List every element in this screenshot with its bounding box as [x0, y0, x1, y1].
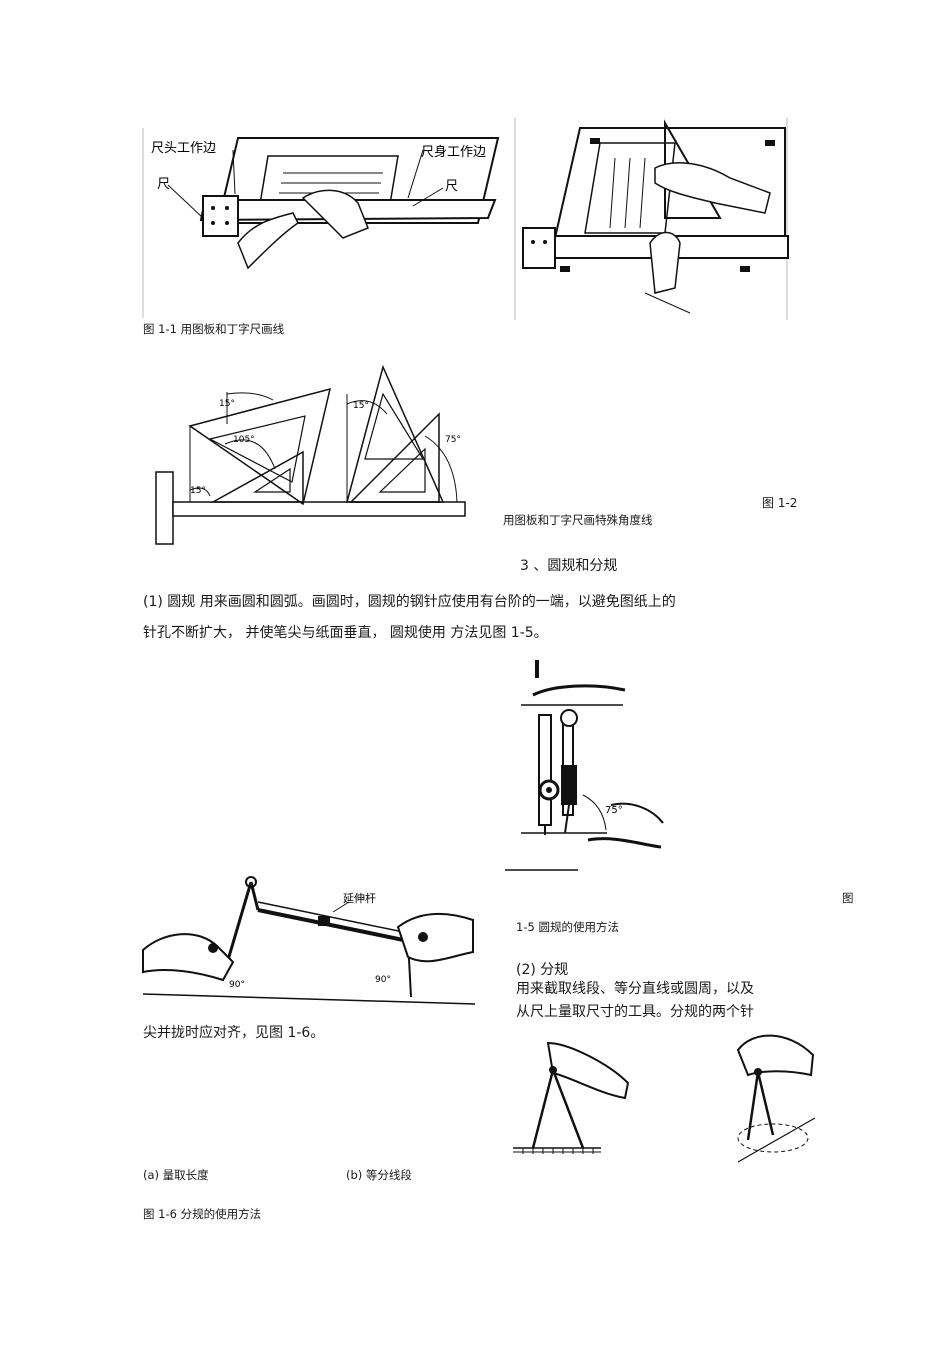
fig2-angle-15-top-left: 15° [219, 399, 235, 409]
fig5-compass-drawing: 75° [505, 660, 664, 871]
label-ruler-head-edge: 尺头工作边 [151, 141, 216, 156]
divider-heading: (2) 分规 [516, 962, 569, 978]
compass-paragraph-line1: (1) 圆规 用来画圆和圆弧。画圆时，圆规的钢针应使用有台阶的一端，以避免图纸上… [143, 594, 676, 610]
fig2-angle-15-right: 15° [353, 401, 369, 411]
divider-line3: 尖并拢时应对齐，见图 1-6。 [143, 1025, 325, 1041]
label-ruler-right: 尺 [445, 179, 458, 194]
fig1-caption: 图 1-1 用图板和丁字尺画线 [143, 322, 285, 336]
fig6-extension-bar-drawing: 延伸杆 90° 90° [142, 876, 476, 1005]
compass-paragraph-line2: 针孔不断扩大， 并使笔尖与纸面垂直， 圆规使用 方法见图 1-5。 [143, 625, 548, 641]
fig6-divider-split-drawing [736, 1034, 816, 1163]
fig2-caption-text: 用图板和丁字尺画特殊角度线 [503, 513, 653, 527]
fig2-special-angle-diagram: 15° 105° 15° 15° 75° [155, 364, 466, 545]
fig6-sub-b: (b) 等分线段 [346, 1168, 412, 1182]
fig2-angle-105: 105° [233, 435, 255, 445]
fig1-drawing-board-right [514, 118, 789, 320]
divider-line1: 用来截取线段、等分直线或圆周，以及 [516, 981, 754, 997]
fig6-angle-right: 90° [375, 975, 391, 985]
label-ruler-body-edge: 尺身工作边 [421, 144, 486, 160]
fig5-angle-75: 75° [605, 805, 623, 816]
fig6-caption: 图 1-6 分规的使用方法 [143, 1207, 262, 1221]
label-ruler-left: 尺 [157, 177, 170, 192]
fig6-divider-measure-drawing [513, 1041, 630, 1154]
fig2-angle-75: 75° [445, 435, 461, 445]
fig1-drawing-board-left: 尺头工作边 尺身工作边 尺 尺 [142, 128, 503, 318]
fig6-sub-a: (a) 量取长度 [143, 1168, 209, 1182]
fig2-caption-number: 图 1-2 [762, 496, 798, 510]
divider-line2: 从尺上量取尺寸的工具。分规的两个针 [516, 1004, 754, 1020]
fig5-caption: 1-5 圆规的使用方法 [516, 920, 619, 934]
label-extension-rod: 延伸杆 [343, 891, 376, 905]
fig2-angle-15-bottom: 15° [190, 486, 206, 496]
fig6-angle-left: 90° [229, 980, 245, 990]
section-heading: 3 、圆规和分规 [520, 558, 618, 574]
fig5-caption-prefix: 图 [842, 891, 854, 905]
